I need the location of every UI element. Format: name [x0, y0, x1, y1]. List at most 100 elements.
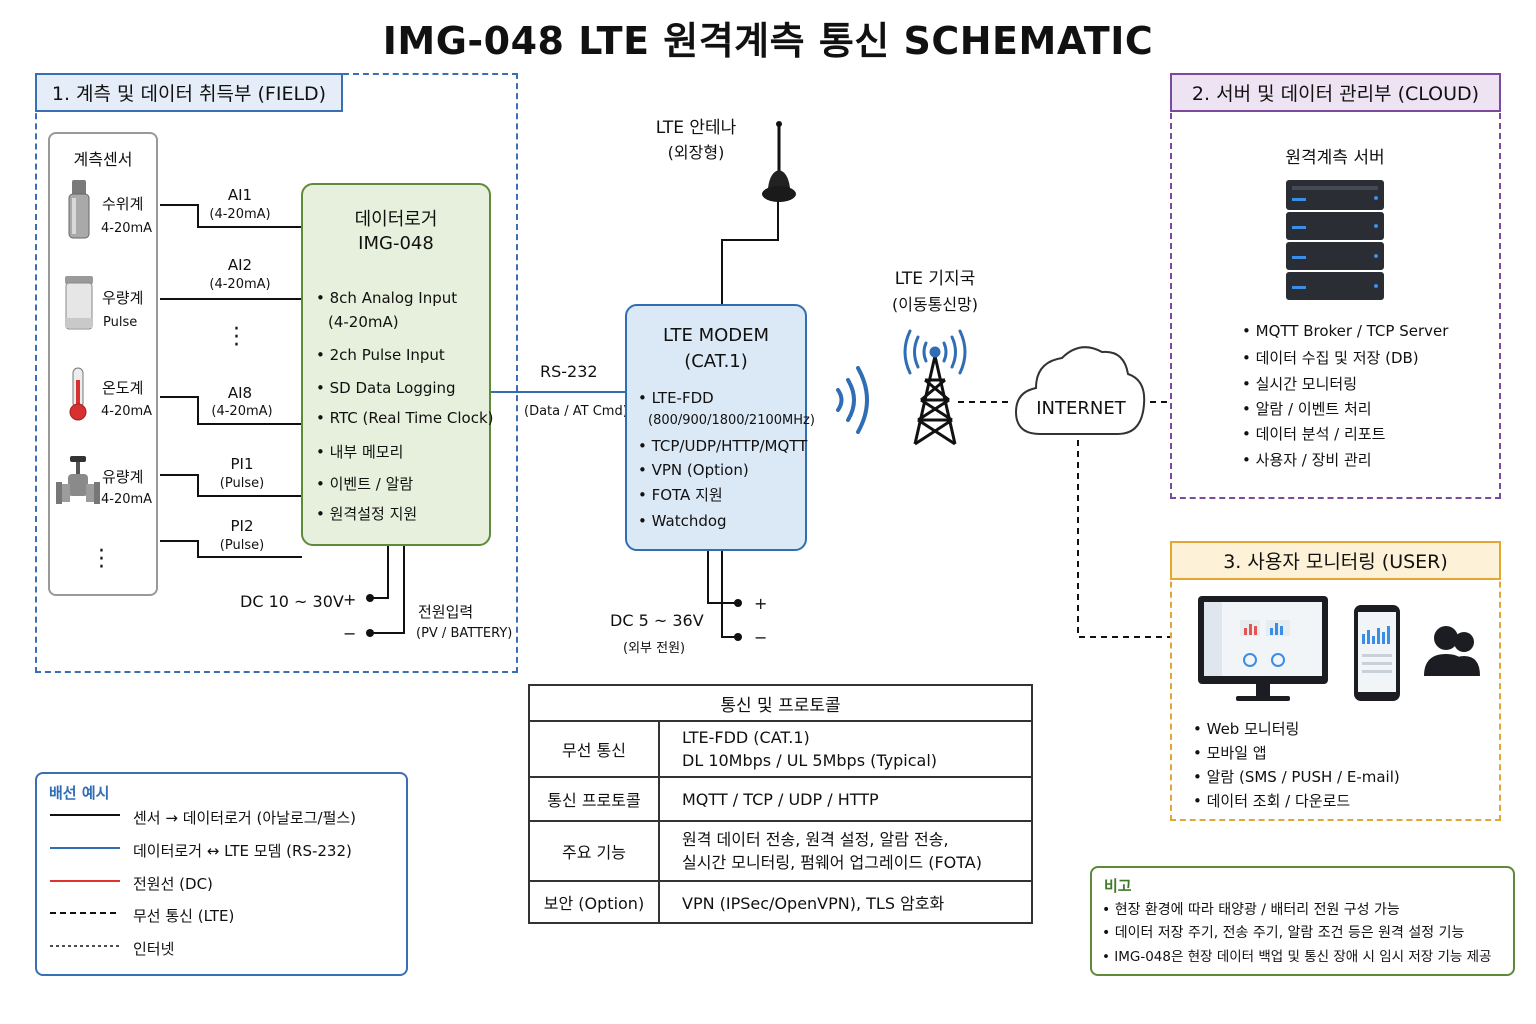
channel-ai1-type: (4-20mA): [209, 207, 271, 222]
lte-modem-box: [625, 304, 807, 551]
thermometer-icon: [69, 367, 87, 421]
notes-item-2: • 데이터 저장 주기, 전송 주기, 알람 조건 등은 원격 설정 기능: [1102, 925, 1465, 941]
sensor-name-level: 수위계: [102, 195, 144, 213]
channel-pi2-type: (Pulse): [219, 538, 265, 553]
logger-feature-5: • 내부 메모리: [316, 443, 404, 461]
sensor-more-ellipsis: ···: [98, 539, 105, 580]
cloud-item-6: • 사용자 / 장비 관리: [1242, 451, 1372, 469]
user-item-3: • 알람 (SMS / PUSH / E-mail): [1193, 768, 1400, 786]
tower-signal-icon: [903, 329, 967, 375]
protocol-key: 보안 (Option): [528, 880, 660, 924]
rain-gauge-icon: [65, 276, 93, 330]
antenna-cable: [721, 200, 779, 305]
internet-cloud-shape: [1014, 346, 1146, 435]
protocol-key: 무선 통신: [528, 720, 660, 778]
antenna-label: LTE 안테나: [655, 118, 737, 138]
server-rack-icon: [1286, 180, 1384, 300]
legend-item-dc: 전원선 (DC): [133, 875, 213, 893]
logger-model: IMG-048: [358, 233, 434, 254]
sensor-signal-level: 4-20mA: [101, 221, 153, 236]
logger-power-source: (PV / BATTERY): [416, 626, 513, 641]
data-logger-box: [301, 183, 491, 546]
table-row: 통신 프로토콜 MQTT / TCP / UDP / HTTP: [528, 776, 1033, 822]
protocol-table-title: 통신 및 프로토콜: [528, 684, 1033, 722]
protocol-table: 통신 및 프로토콜 무선 통신 LTE-FDD (CAT.1)DL 10Mbps…: [528, 684, 1033, 924]
user-item-2: • 모바일 앱: [1193, 744, 1267, 762]
users-icon: [1424, 626, 1480, 676]
sensor-name-flow: 유량계: [102, 468, 144, 486]
user-item-4: • 데이터 조회 / 다운로드: [1193, 792, 1351, 810]
flow-valve-icon: [56, 456, 100, 504]
internet-label: INTERNET: [1036, 398, 1126, 419]
modem-category: (CAT.1): [684, 351, 748, 372]
logger-feature-2: • 2ch Pulse Input: [316, 346, 445, 364]
protocol-key: 주요 기능: [528, 820, 660, 882]
modem-feature-4: • FOTA 지원: [638, 486, 723, 504]
channel-ai1-name: AI1: [227, 186, 253, 204]
wire-pi1: [160, 474, 302, 497]
logger-feature-1: • 8ch Analog Input: [316, 289, 458, 307]
channel-ai2-type: (4-20mA): [209, 277, 271, 292]
cloud-heading: 2. 서버 및 데이터 관리부 (CLOUD): [1170, 73, 1501, 112]
modem-power-sub: (외부 전원): [623, 641, 686, 656]
cloud-item-5: • 데이터 분석 / 리포트: [1242, 425, 1386, 443]
modem-feature-1b: (800/900/1800/2100MHz): [648, 413, 815, 428]
cloud-item-3: • 실시간 모니터링: [1242, 375, 1357, 393]
logger-power-label: 전원입력: [418, 603, 474, 621]
table-row: 보안 (Option) VPN (IPSec/OpenVPN), TLS 암호화: [528, 880, 1033, 924]
sensor-group-box: [48, 132, 158, 596]
logger-feature-6: • 이벤트 / 알람: [316, 475, 414, 493]
table-row: 무선 통신 LTE-FDD (CAT.1)DL 10Mbps / UL 5Mbp…: [528, 720, 1033, 778]
logger-feature-1b: (4-20mA): [328, 313, 399, 331]
channel-ai8-name: AI8: [227, 384, 253, 402]
modem-power-plus: +: [754, 594, 768, 613]
modem-power-plus-wire: [707, 550, 738, 604]
server-title: 원격계측 서버: [1285, 148, 1385, 168]
modem-feature-2: • TCP/UDP/HTTP/MQTT: [638, 437, 808, 455]
antenna-sub: (외장형): [667, 143, 725, 162]
internet-to-user-link: [1077, 440, 1170, 638]
wire-ai8: [160, 396, 302, 425]
sensor-ellipsis: ···: [233, 317, 240, 358]
user-heading: 3. 사용자 모니터링 (USER): [1170, 541, 1501, 580]
channel-ai8-type: (4-20mA): [211, 404, 273, 419]
channel-ai2-name: AI2: [227, 256, 253, 274]
legend-item-wireless: 무선 통신 (LTE): [133, 907, 235, 925]
lte-tower-icon: [913, 355, 957, 446]
modem-feature-5: • Watchdog: [638, 512, 727, 530]
sensor-name-temp: 온도계: [102, 379, 144, 397]
cloud-item-2: • 데이터 수집 및 저장 (DB): [1242, 349, 1419, 367]
sensor-signal-temp: 4-20mA: [101, 404, 153, 419]
notes-item-1: • 현장 환경에 따라 태양광 / 배터리 전원 구성 가능: [1102, 902, 1400, 918]
logger-power-plus: +: [343, 590, 357, 609]
legend-item-rs232: 데이터로거 ↔ LTE 모뎀 (RS-232): [133, 842, 352, 860]
field-heading: 1. 계측 및 데이터 취득부 (FIELD): [35, 73, 343, 112]
logger-power-minus-wire: [370, 545, 405, 634]
protocol-value: LTE-FDD (CAT.1)DL 10Mbps / UL 5Mbps (Typ…: [658, 720, 1033, 778]
protocol-value: VPN (IPSec/OpenVPN), TLS 암호화: [658, 880, 1033, 924]
modem-power-minus: −: [754, 628, 768, 647]
wire-ai1: [160, 204, 302, 228]
legend-item-internet: 인터넷: [133, 940, 175, 958]
channel-pi1-name: PI1: [230, 455, 254, 473]
rs232-label: RS-232: [540, 362, 598, 381]
logger-power-voltage: DC 10 ~ 30V: [240, 592, 344, 611]
legend-item-sensor-wire: 센서 → 데이터로거 (아날로그/펄스): [133, 809, 357, 827]
logger-feature-7: • 원격설정 지원: [316, 505, 418, 523]
modem-title: LTE MODEM: [662, 325, 770, 346]
page-title: IMG-048 LTE 원격계측 통신 SCHEMATIC: [382, 19, 1154, 63]
sensor-name-rain: 우량계: [102, 289, 144, 307]
lte-antenna-icon: [762, 121, 796, 202]
mobile-phone-icon: [1354, 605, 1400, 701]
notes-title: 비고: [1104, 877, 1132, 895]
sensor-group-title: 계측센서: [73, 150, 133, 169]
logger-feature-3: • SD Data Logging: [316, 379, 456, 397]
rs232-sub: (Data / AT Cmd): [524, 404, 628, 419]
tower-label: LTE 기지국: [894, 269, 976, 289]
protocol-value: MQTT / TCP / UDP / HTTP: [658, 776, 1033, 822]
cloud-item-4: • 알람 / 이벤트 처리: [1242, 400, 1372, 418]
protocol-key: 통신 프로토콜: [528, 776, 660, 822]
legend-box: 배선 예시 센서 → 데이터로거 (아날로그/펄스) 데이터로거 ↔ LTE 모…: [35, 772, 408, 976]
table-row: 주요 기능 원격 데이터 전송, 원격 설정, 알람 전송,실시간 모니터링, …: [528, 820, 1033, 882]
